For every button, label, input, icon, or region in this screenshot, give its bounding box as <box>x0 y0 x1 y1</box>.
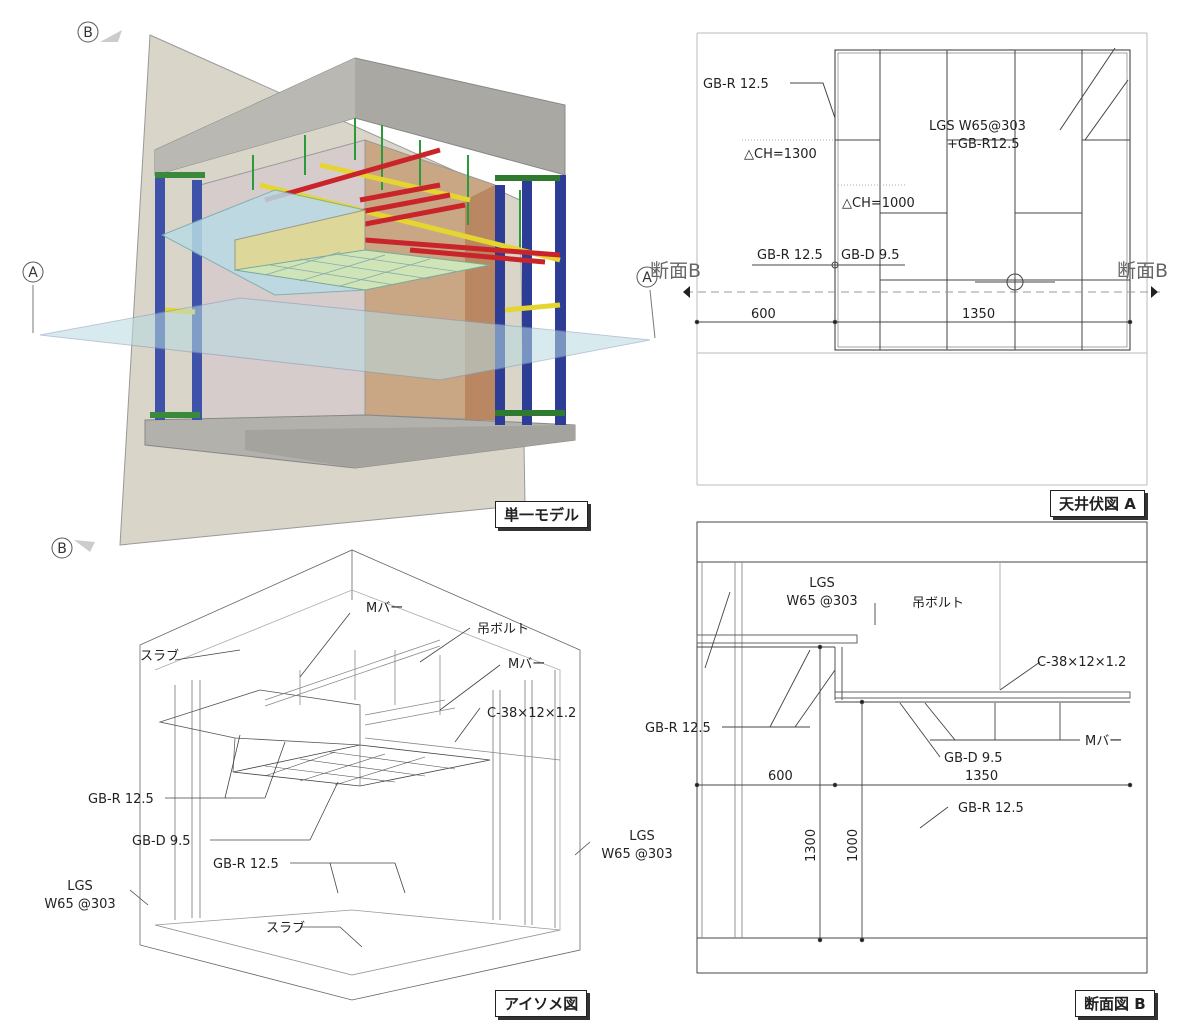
section-mark-b-top-label: B <box>83 25 93 41</box>
section-dim-1350: 1350 <box>965 769 998 784</box>
section-dim-600: 600 <box>768 769 793 784</box>
plan-dim-600: 600 <box>751 307 776 322</box>
section-b-drawing <box>694 521 1148 974</box>
section-mark-b-bottom: B <box>51 537 95 559</box>
lgs-stud-right-2 <box>522 180 532 425</box>
iso-gbr-label-1: GB-R 12.5 <box>88 792 154 807</box>
title-ceiling-plan: 天井伏図 A <box>1050 490 1145 517</box>
plan-ch1300-label: △CH=1300 <box>744 147 817 162</box>
iso-lgs-left-label-1: LGS <box>67 879 93 894</box>
section-mark-a-right-label: A <box>642 270 652 286</box>
section-mark-a-right: A <box>636 266 658 339</box>
section-gbr-left-label: GB-R 12.5 <box>645 721 711 736</box>
section-b-labels: LGS W65 @303 吊ボルト C-38×12×1.2 GB-R 12.5 … <box>645 576 1126 862</box>
ceiling-plan <box>683 32 1160 486</box>
iso-hanging-bolt-label: 吊ボルト <box>477 622 529 637</box>
iso-slab-bottom-label: スラブ <box>266 920 305 936</box>
plan-gbr-label: GB-R 12.5 <box>703 77 769 92</box>
m-bars <box>264 147 561 265</box>
hanging-bolts <box>252 118 521 250</box>
iso-lgs-right-label-2: W65 @303 <box>601 847 672 862</box>
lgs-stud-left-2 <box>192 180 202 420</box>
section-dim-1300: 1300 <box>804 829 819 862</box>
section-plane-a <box>39 297 651 381</box>
title-isometric: アイソメ図 <box>495 990 588 1017</box>
iso-gbr-label-2: GB-R 12.5 <box>213 857 279 872</box>
iso-gbd-label: GB-D 9.5 <box>132 834 191 849</box>
plan-section-b-right: 断面B <box>1117 260 1168 282</box>
section-m-bar-label: Mバー <box>1085 734 1122 749</box>
iso-m-bar-label-1: Mバー <box>366 601 403 616</box>
section-dim-1000: 1000 <box>846 829 861 862</box>
section-gbd-label: GB-D 9.5 <box>944 751 1003 766</box>
lgs-stud-right-1 <box>495 185 505 425</box>
lgs-stud-right-3 <box>555 175 566 425</box>
plan-lgs-label: LGS W65@303 <box>929 119 1026 134</box>
iso-lgs-right-label-1: LGS <box>629 829 655 844</box>
title-section: 断面図 B <box>1075 990 1155 1017</box>
section-gbr-lower-label: GB-R 12.5 <box>958 801 1024 816</box>
isometric-labels: Mバー 吊ボルト スラブ Mバー C-38×12×1.2 GB-R 12.5 G… <box>44 601 672 936</box>
plan-dim-1350: 1350 <box>962 307 995 322</box>
section-mark-b-top: B <box>77 21 122 43</box>
section-mark-a-left: A <box>22 261 44 333</box>
plan-section-b-left: 断面B <box>650 260 701 282</box>
section-mark-a-left-label: A <box>28 265 38 281</box>
plan-lgs-gbr-label: +GB-R12.5 <box>947 137 1020 152</box>
section-mark-b-bottom-label: B <box>57 541 67 557</box>
section-lgs-label-1: LGS <box>809 576 835 591</box>
iso-lgs-left-label-2: W65 @303 <box>44 897 115 912</box>
ceiling-plan-labels: GB-R 12.5 LGS W65@303 +GB-R12.5 △CH=1300… <box>650 77 1168 322</box>
iso-c-channel-label: C-38×12×1.2 <box>487 706 576 721</box>
plan-ceiling-outline <box>834 49 1131 351</box>
iso-m-bar-label-2: Mバー <box>508 657 545 672</box>
iso-slab-top-label: スラブ <box>140 648 179 664</box>
section-c-channel-label: C-38×12×1.2 <box>1037 655 1126 670</box>
plan-ch1000-label: △CH=1000 <box>842 196 915 211</box>
single-model-render: B B A A <box>22 21 658 559</box>
lgs-stud-left-1 <box>155 175 165 420</box>
section-hanging-bolt-label: 吊ボルト <box>912 596 964 611</box>
isometric-wireframe <box>129 549 591 1001</box>
plan-gbr-center-label: GB-R 12.5 <box>757 248 823 263</box>
plan-gbd-center-label: GB-D 9.5 <box>841 248 900 263</box>
title-single-model: 単一モデル <box>495 501 589 528</box>
section-lgs-label-2: W65 @303 <box>786 594 857 609</box>
